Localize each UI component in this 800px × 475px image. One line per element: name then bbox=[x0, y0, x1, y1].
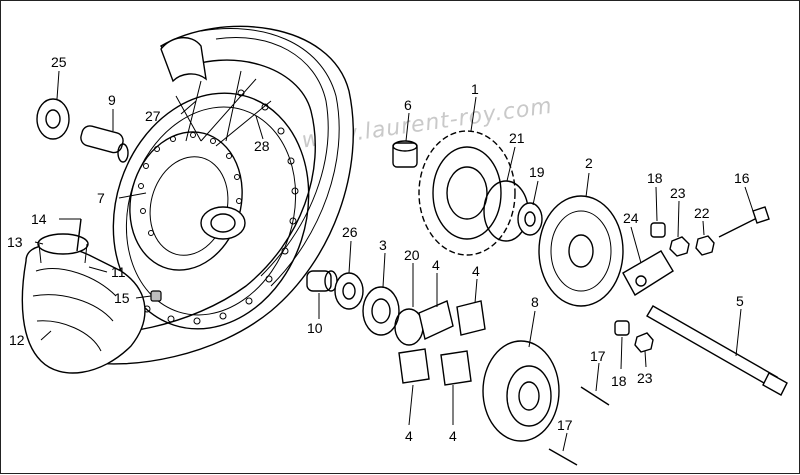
callout-9: 9 bbox=[108, 92, 116, 108]
callout-18-a: 18 bbox=[647, 170, 663, 186]
bearing-19 bbox=[517, 202, 543, 236]
callout-6: 6 bbox=[404, 97, 412, 113]
callout-15: 15 bbox=[114, 290, 130, 306]
nut-23-bottom bbox=[634, 332, 654, 353]
collar-10 bbox=[306, 270, 338, 292]
seal-3 bbox=[362, 286, 400, 336]
dampers-4 bbox=[398, 300, 486, 386]
callout-24: 24 bbox=[623, 210, 639, 226]
washer-18-bottom bbox=[614, 320, 630, 336]
bearing-26 bbox=[334, 272, 364, 310]
callout-26: 26 bbox=[342, 224, 358, 240]
callout-16: 16 bbox=[734, 170, 750, 186]
callout-23-a: 23 bbox=[670, 185, 686, 201]
inner-tube-section bbox=[37, 233, 89, 255]
hub-flange-8 bbox=[482, 340, 560, 442]
axle-5 bbox=[646, 305, 788, 396]
spacer-6 bbox=[392, 140, 418, 168]
callout-10: 10 bbox=[307, 320, 323, 336]
callout-23-b: 23 bbox=[637, 370, 653, 386]
hub-center bbox=[200, 206, 246, 240]
bolt-16 bbox=[718, 206, 770, 238]
rim-spoke-holes bbox=[143, 89, 299, 325]
callout-19: 19 bbox=[529, 164, 545, 180]
callout-1: 1 bbox=[471, 81, 479, 97]
callout-27: 27 bbox=[145, 108, 161, 124]
callout-7: 7 bbox=[97, 190, 105, 206]
callout-4-b: 4 bbox=[472, 263, 480, 279]
washer-18-top bbox=[650, 222, 666, 238]
callout-13: 13 bbox=[7, 234, 23, 250]
callout-17-a: 17 bbox=[590, 348, 606, 364]
callout-22: 22 bbox=[694, 205, 710, 221]
callout-18-b: 18 bbox=[611, 373, 627, 389]
callout-11: 11 bbox=[111, 264, 126, 280]
pins-17 bbox=[548, 386, 610, 466]
callout-labels: 1 2 3 4 4 4 4 5 6 7 8 9 10 11 12 13 14 1… bbox=[7, 54, 750, 444]
callout-4-d: 4 bbox=[449, 428, 457, 444]
bearing-25 bbox=[36, 98, 70, 140]
callout-8: 8 bbox=[531, 294, 539, 310]
callout-14: 14 bbox=[31, 211, 47, 227]
callout-4-a: 4 bbox=[432, 257, 440, 273]
callout-17-b: 17 bbox=[557, 417, 573, 433]
nut-23-top bbox=[669, 236, 690, 257]
rim-outer bbox=[112, 92, 310, 330]
leader-lines bbox=[34, 70, 754, 452]
callout-4-c: 4 bbox=[405, 428, 413, 444]
adjuster-24 bbox=[622, 250, 674, 296]
collar-9 bbox=[80, 125, 129, 163]
wheel-assembly bbox=[21, 25, 354, 374]
callout-20: 20 bbox=[404, 247, 420, 263]
tire-section-top bbox=[160, 37, 207, 83]
rim-band bbox=[150, 290, 162, 302]
callout-21: 21 bbox=[509, 130, 525, 146]
callout-5: 5 bbox=[736, 293, 744, 309]
callout-12: 12 bbox=[9, 332, 25, 348]
callout-28: 28 bbox=[254, 138, 270, 154]
callout-2: 2 bbox=[585, 155, 593, 171]
callout-3: 3 bbox=[379, 237, 387, 253]
hub-flange bbox=[129, 131, 243, 271]
sprocket-1 bbox=[418, 130, 516, 256]
nut-22 bbox=[695, 235, 715, 256]
carrier-plate-2 bbox=[538, 195, 624, 307]
callout-25: 25 bbox=[51, 54, 67, 70]
